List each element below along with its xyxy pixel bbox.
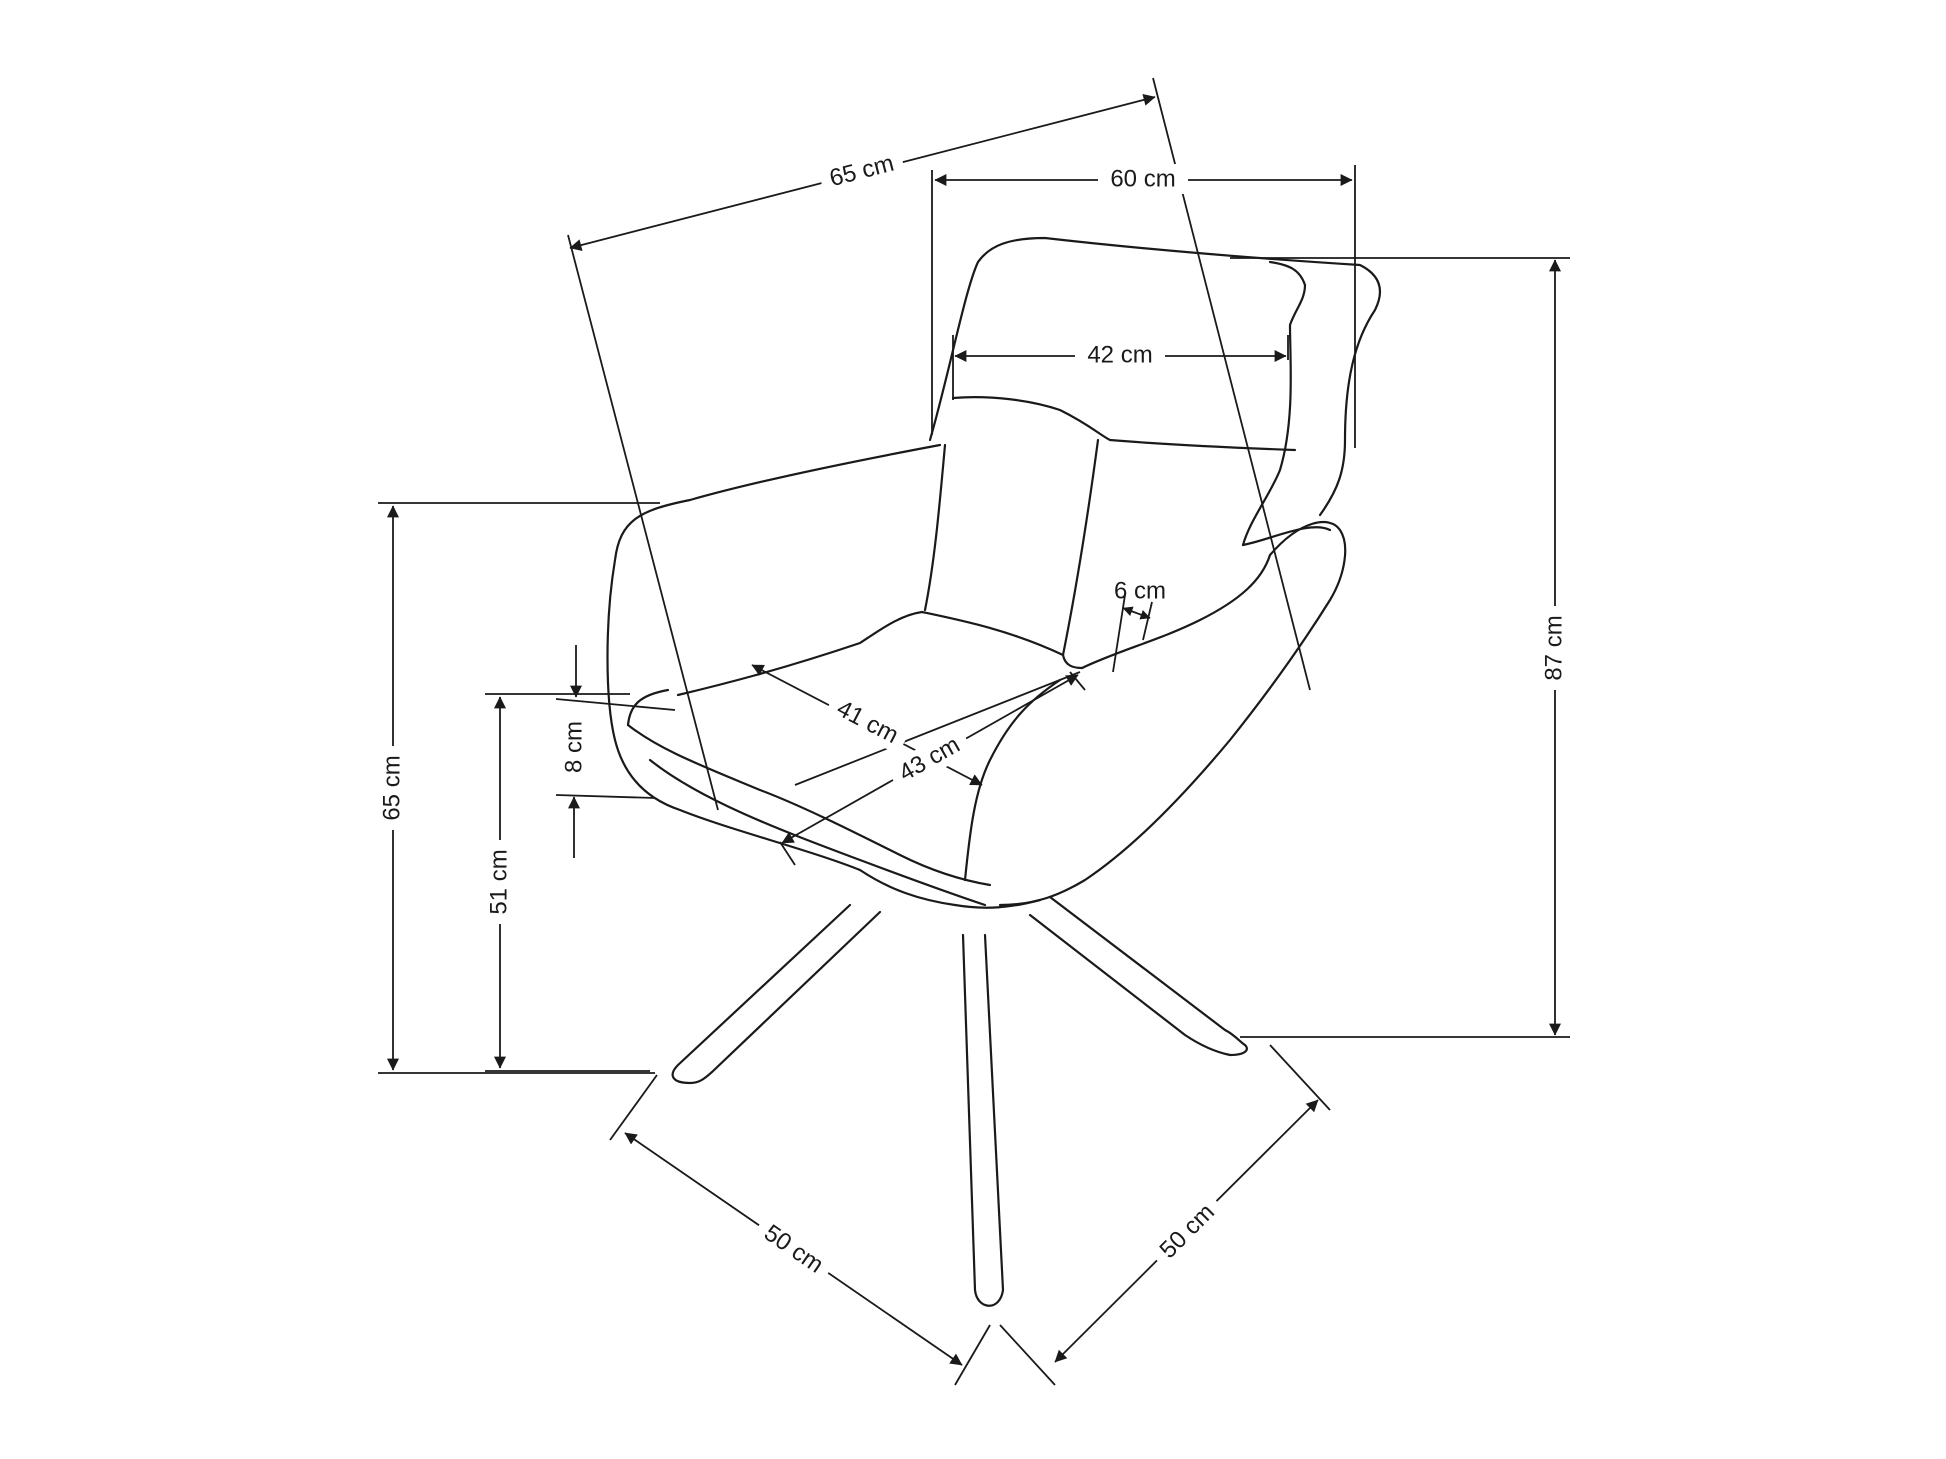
seat-cushion <box>676 610 1084 697</box>
extension-line-base-right-inner <box>999 1324 1056 1386</box>
backrest-rear-panel <box>1241 260 1307 547</box>
extension-line-seat-width-left <box>779 841 796 866</box>
label-overall-depth: 65 cm <box>827 150 897 193</box>
right-armrest <box>998 521 1347 907</box>
backrest-inner-left-edge <box>923 443 947 612</box>
label-overall-width: 60 cm <box>1110 165 1175 192</box>
right-armrest-top-seam <box>1241 526 1332 547</box>
backrest-center-seam <box>1061 438 1100 657</box>
extension-line-thickness-bottom <box>555 794 656 799</box>
label-total-height: 87 cm <box>1540 615 1567 680</box>
leg-front-center <box>961 933 1005 1307</box>
extension-line-base-left-outer <box>609 1074 658 1141</box>
backrest-lower-edge <box>951 396 1297 452</box>
label-backrest-width: 42 cm <box>1087 341 1152 368</box>
left-armrest-inner <box>626 688 670 727</box>
label-seat-depth: 41 cm <box>832 695 902 749</box>
right-armrest-inner <box>963 678 1062 882</box>
chair-outline <box>606 236 1382 1307</box>
extension-line-armrest-thickness-right <box>1142 601 1153 641</box>
label-seat-height: 51 cm <box>485 849 512 914</box>
seat-side-edge <box>648 758 987 907</box>
extension-line-thickness-top <box>555 698 676 711</box>
extension-line-base-left-inner <box>954 1324 991 1386</box>
shell-bottom <box>858 868 1042 909</box>
label-armrest-thickness: 6 cm <box>1114 577 1166 604</box>
extension-line-depth-left <box>567 234 719 811</box>
backrest-frame <box>928 236 1382 517</box>
leg-front-left <box>671 903 882 1085</box>
left-armrest <box>606 443 942 872</box>
label-armrest-height: 65 cm <box>378 755 405 820</box>
label-base-right: 50 cm <box>1155 1199 1220 1264</box>
extension-line-armrest-thickness-left <box>1112 594 1126 673</box>
dimension-line-armrest-thickness <box>1122 606 1151 620</box>
seat-width-reference-line <box>794 671 1081 786</box>
leg-back-right <box>1028 895 1248 1057</box>
extension-line-base-right-outer <box>1269 1044 1331 1111</box>
label-seat-thickness: 8 cm <box>560 721 587 773</box>
